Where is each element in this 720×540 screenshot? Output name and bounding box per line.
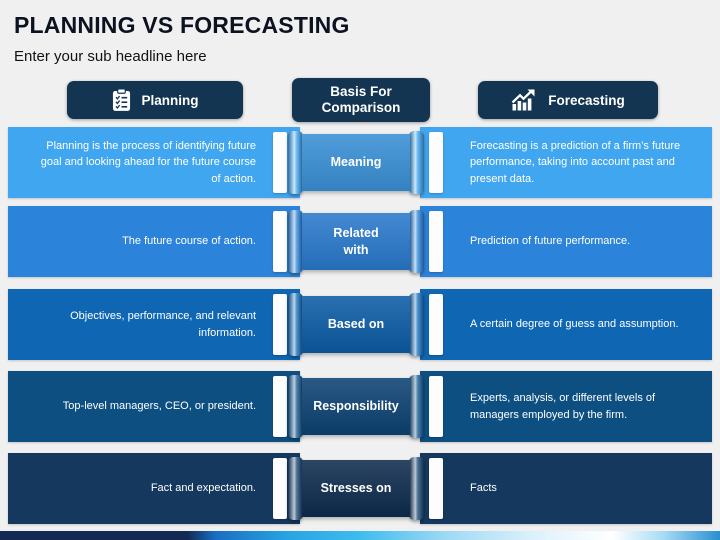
planning-text: Fact and expectation. (150, 482, 256, 495)
planning-cell: Fact and expectation. (8, 453, 300, 524)
slide-subtitle: Enter your sub headline here (14, 48, 207, 65)
forecasting-header-pill: Forecasting (478, 81, 658, 119)
footer-gradient-bar (0, 531, 720, 540)
basis-label: Responsibility (313, 399, 399, 414)
comparison-row-stresses-on: Fact and expectation. Facts Stresses on (0, 453, 720, 524)
comparison-row-related-with: The future course of action. Prediction … (0, 206, 720, 277)
forecasting-text: Forecasting is a prediction of a firm’s … (470, 139, 681, 185)
forecasting-cell: A certain degree of guess and assumption… (420, 289, 712, 360)
planning-text: Objectives, performance, and relevant in… (70, 310, 256, 339)
basis-header-pill: Basis For Comparison (292, 78, 430, 122)
scroll-roll-right (409, 375, 424, 438)
clipboard-checklist-icon (112, 88, 131, 112)
scroll-bracket-left (273, 376, 287, 437)
scroll-roll-left (288, 457, 303, 520)
planning-text: Top-level managers, CEO, or president. (62, 400, 256, 413)
planning-text: Planning is the process of identifying f… (40, 139, 256, 185)
basis-label: Meaning (330, 155, 382, 170)
forecasting-cell: Facts (420, 453, 712, 524)
scroll-roll-left (288, 210, 303, 273)
scroll-bracket-left (273, 458, 287, 519)
basis-label: Stresses on (320, 481, 392, 496)
forecasting-text: Experts, analysis, or different levels o… (470, 392, 656, 421)
scroll-bracket-right (429, 211, 443, 272)
scroll-bracket-left (273, 294, 287, 355)
planning-header-pill: Planning (67, 81, 243, 119)
planning-cell: Objectives, performance, and relevant in… (8, 289, 300, 360)
planning-header-label: Planning (141, 92, 199, 108)
basis-label-panel: Responsibility (302, 378, 410, 435)
forecasting-cell: Forecasting is a prediction of a firm’s … (420, 127, 712, 198)
basis-label-panel: Meaning (302, 134, 410, 191)
basis-label: Based on (327, 317, 385, 332)
basis-label-panel: Related with (302, 213, 410, 270)
scroll-roll-left (288, 131, 303, 194)
scroll-bracket-right (429, 458, 443, 519)
basis-label: Related with (333, 226, 379, 257)
scroll-roll-right (409, 210, 424, 273)
planning-cell: The future course of action. (8, 206, 300, 277)
bar-chart-arrow-icon (511, 89, 537, 111)
forecasting-header-label: Forecasting (548, 92, 625, 108)
forecasting-text: Facts (470, 482, 497, 495)
comparison-row-responsibility: Top-level managers, CEO, or president. E… (0, 371, 720, 442)
basis-header-label: Basis For Comparison (321, 83, 401, 115)
forecasting-cell: Prediction of future performance. (420, 206, 712, 277)
basis-label-panel: Based on (302, 296, 410, 353)
comparison-row-based-on: Objectives, performance, and relevant in… (0, 289, 720, 360)
forecasting-text: Prediction of future performance. (470, 235, 631, 248)
slide-title: PLANNING VS FORECASTING (14, 12, 350, 38)
scroll-roll-right (409, 293, 424, 356)
basis-label-panel: Stresses on (302, 460, 410, 517)
scroll-roll-right (409, 131, 424, 194)
scroll-bracket-left (273, 132, 287, 193)
scroll-bracket-right (429, 132, 443, 193)
planning-cell: Top-level managers, CEO, or president. (8, 371, 300, 442)
scroll-roll-left (288, 375, 303, 438)
scroll-roll-right (409, 457, 424, 520)
forecasting-text: A certain degree of guess and assumption… (470, 318, 679, 331)
scroll-bracket-right (429, 294, 443, 355)
planning-cell: Planning is the process of identifying f… (8, 127, 300, 198)
scroll-bracket-right (429, 376, 443, 437)
planning-text: The future course of action. (122, 235, 256, 248)
forecasting-cell: Experts, analysis, or different levels o… (420, 371, 712, 442)
comparison-row-meaning: Planning is the process of identifying f… (0, 127, 720, 198)
scroll-bracket-left (273, 211, 287, 272)
scroll-roll-left (288, 293, 303, 356)
